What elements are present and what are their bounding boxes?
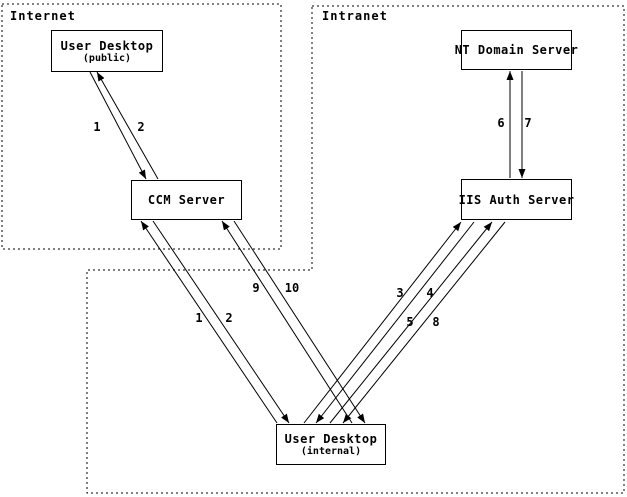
connection-5-user-desktop-internal-to-iis-auth-server xyxy=(329,221,493,424)
connection-2-ccm-server-to-user-desktop-internal xyxy=(152,220,290,424)
node-user-desktop-internal: User Desktop(internal) xyxy=(276,424,386,465)
node-label-ccm-server: CCM Server xyxy=(147,193,226,207)
zone-outline-internet xyxy=(1,3,282,250)
node-label-user-desktop-internal: User Desktop xyxy=(284,432,378,446)
connection-1-user-desktop-public-to-ccm-server xyxy=(89,71,147,180)
node-user-desktop-public: User Desktop(public) xyxy=(51,30,163,72)
connection-4-iis-auth-server-to-user-desktop-internal xyxy=(315,221,475,424)
connection-label-7: 7 xyxy=(524,116,532,130)
connection-label-2: 2 xyxy=(225,311,233,325)
node-iis-auth-server: IIS Auth Server xyxy=(458,179,575,220)
connection-label-9: 9 xyxy=(252,281,260,295)
zone-label-intranet: Intranet xyxy=(322,9,388,23)
connection-label-1: 1 xyxy=(93,120,101,134)
node-label-nt-domain-server: NT Domain Server xyxy=(454,43,579,57)
node-nt-domain-server: NT Domain Server xyxy=(455,30,578,70)
zone-outline-intranet xyxy=(86,5,625,494)
connection-label-5: 5 xyxy=(406,315,414,329)
connection-9-user-desktop-internal-to-ccm-server xyxy=(221,220,353,424)
connection-8-iis-auth-server-to-user-desktop-internal xyxy=(342,221,506,424)
connection-label-4: 4 xyxy=(426,286,434,300)
connection-label-1: 1 xyxy=(195,311,203,325)
node-sublabel-user-desktop-public: (public) xyxy=(82,52,132,64)
connection-label-6: 6 xyxy=(497,116,505,130)
connection-label-3: 3 xyxy=(396,286,404,300)
connection-2-ccm-server-to-user-desktop-public xyxy=(96,71,159,180)
zone-label-internet: Internet xyxy=(10,9,76,23)
node-ccm-server: CCM Server xyxy=(131,180,242,220)
connection-label-8: 8 xyxy=(432,315,440,329)
connection-10-ccm-server-to-user-desktop-internal xyxy=(233,220,366,424)
node-sublabel-user-desktop-internal: (internal) xyxy=(300,446,362,457)
connection-3-user-desktop-internal-to-iis-auth-server xyxy=(303,221,462,424)
node-label-user-desktop-public: User Desktop xyxy=(60,38,154,53)
connection-1-user-desktop-internal-to-ccm-server xyxy=(140,220,278,424)
node-label-iis-auth-server: IIS Auth Server xyxy=(458,192,575,207)
connection-label-2: 2 xyxy=(137,120,145,134)
connection-label-10: 10 xyxy=(284,281,300,295)
